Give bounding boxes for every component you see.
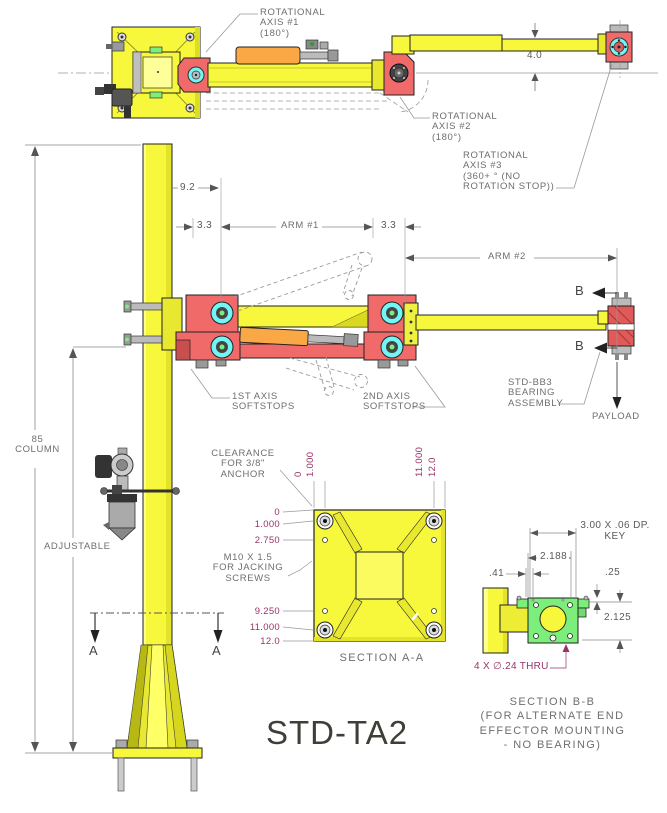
section-bb-parts [482,587,590,654]
plate-corner-bolts [117,32,195,113]
dim-2-188: 2.188 [538,551,570,562]
softstops-2-label: 2ND AXIS SOFTSTOPS [363,391,426,413]
ordinate-top-1: 1.000 [305,451,316,477]
drawing-title: STD-TA2 [266,714,409,751]
section-aa-plate [313,509,446,642]
top-view-arm1 [177,39,415,96]
column-height-label: 85 COLUMN [10,434,65,456]
anchor-bolts [316,512,443,639]
cylinder-plan [235,39,339,65]
jacking-screw-holes [322,537,437,614]
dim-9-2: 9.2 [178,182,198,193]
top-view-phantom-lines [206,79,429,113]
dim-3-3-left: 3.3 [195,220,215,231]
ordinate-left-0: 0 [274,507,280,518]
end-bearing-front [607,292,635,360]
top-view-arm2 [391,20,633,78]
pivot-bearings [210,301,404,359]
ordinate-left-1: 1.000 [254,519,280,530]
clearance-note: CLEARANCE FOR 3/8" ANCHOR [211,448,275,480]
softstops-1-label: 1ST AXIS SOFTSTOPS [232,391,295,413]
rotational-axis-1-label: ROTATIONAL AXIS #1 (180°) [260,7,326,39]
ordinate-left-2-75: 2.750 [254,535,280,546]
axis3-bearing-plan [605,24,633,70]
holes-note: 4 X ∅.24 THRU [474,661,549,672]
top-view-dimensions [205,13,658,189]
front-view-arrowheads [31,146,622,752]
dim-3-3-right: 3.3 [379,220,399,231]
cut-label-a-left: A [89,643,99,658]
key-note: 3.00 X .06 DP. KEY [580,520,650,542]
front-phantom-arms [233,251,373,396]
arm-2-label: ARM #2 [486,251,528,263]
arm-1-label: ARM #1 [279,220,321,232]
front-arm-assembly [123,292,635,369]
rotational-axis-3-label: ROTATIONAL AXIS #3 (360+ ° (NO ROTATION … [463,150,555,193]
jacking-note: M10 X 1.5 FOR JACKING SCREWS [212,552,284,584]
dim-2-125: 2.125 [602,612,634,623]
adjustable-label: ADJUSTABLE [42,541,113,553]
air-valve [95,84,133,118]
section-aa-cutline [90,612,224,643]
ordinate-top-12: 12.0 [427,457,438,477]
bearing-assembly-label: STD-BB3 BEARING ASSEMBLY [508,377,564,409]
section-bb-caption: SECTION B-B (FOR ALTERNATE END EFFECTOR … [479,696,626,751]
column-base [112,644,203,792]
dim-4-0: 4.0 [527,50,543,61]
rotational-axis-2-label: ROTATIONAL AXIS #2 (180°) [432,111,498,143]
ordinate-top-0: 0 [293,471,304,477]
front-view-dimensions [25,144,618,754]
dim-41: .41 [489,568,505,579]
section-aa-ordinates [279,469,446,642]
ordinate-left-9-25: 9.250 [254,606,280,617]
dim-25: .25 [605,567,621,578]
section-b-marker-upper: B [575,283,585,298]
section-aa-caption: SECTION A-A [339,652,425,664]
air-regulator-assembly [95,447,180,541]
cut-label-a-right: A [212,643,222,658]
ordinate-left-12: 12.0 [260,636,280,647]
ordinate-top-11: 11.000 [414,446,425,477]
payload-label: PAYLOAD [592,411,640,422]
section-b-marker-lower: B [575,338,585,353]
ordinate-left-11: 11.000 [249,622,280,633]
